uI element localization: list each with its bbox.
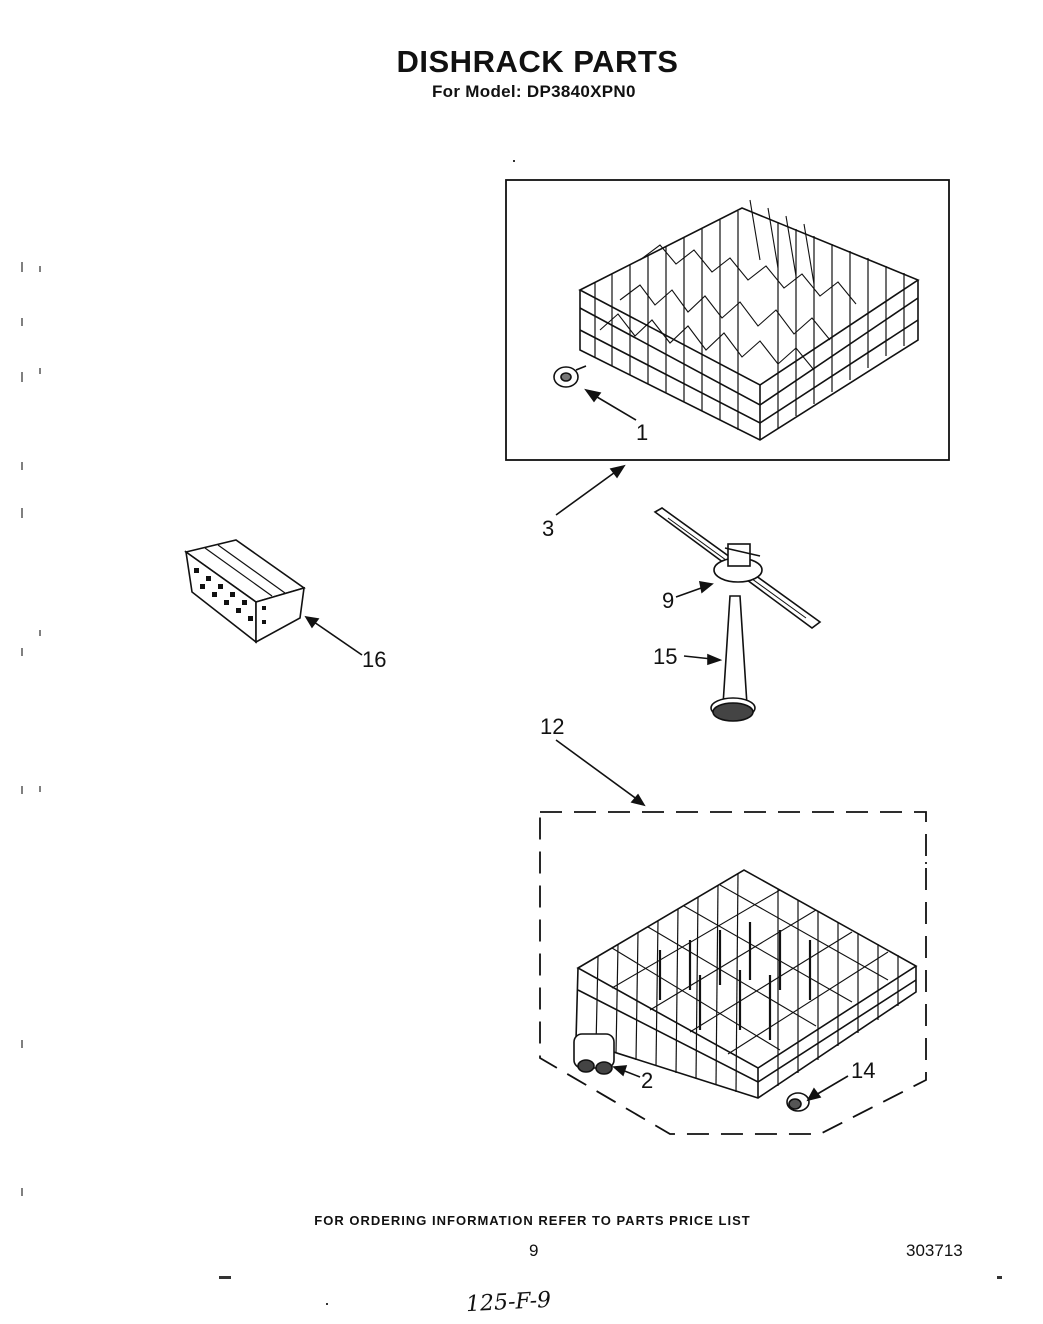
document-number: 303713 xyxy=(906,1241,963,1260)
callout-16: 16 xyxy=(362,647,386,672)
callout-14: 14 xyxy=(851,1058,875,1083)
lower-dishrack-drawing xyxy=(575,869,918,1099)
callout-2: 2 xyxy=(641,1068,653,1093)
upper-rack-group-box xyxy=(505,179,950,461)
page-number: 9 xyxy=(529,1241,539,1260)
callout-9: 9 xyxy=(662,588,674,613)
spray-arm-part-9 xyxy=(653,507,822,629)
leader-lines xyxy=(304,388,849,1102)
callout-1: 1 xyxy=(636,420,648,445)
model-subtitle: For Model: DP3840XPN0 xyxy=(432,82,636,101)
rack-roller-part-2 xyxy=(573,1033,615,1075)
scan-margin-marks xyxy=(21,262,41,1196)
rack-stop-part-1 xyxy=(553,365,587,388)
end-cap-part-14 xyxy=(786,1092,810,1112)
upper-dishrack-drawing xyxy=(578,199,920,441)
silverware-basket-part-16 xyxy=(184,539,306,644)
callout-15: 15 xyxy=(653,644,677,669)
lower-rack-group-outline xyxy=(539,811,927,1135)
callout-3: 3 xyxy=(542,516,554,541)
page-title: DISHRACK PARTS xyxy=(396,44,679,79)
ordering-note: FOR ORDERING INFORMATION REFER TO PARTS … xyxy=(314,1213,751,1228)
spray-tube-part-15 xyxy=(710,595,756,722)
handwritten-note: 125-F-9 xyxy=(465,1287,552,1318)
scan-specks xyxy=(219,160,1002,1305)
callout-12: 12 xyxy=(540,714,564,739)
